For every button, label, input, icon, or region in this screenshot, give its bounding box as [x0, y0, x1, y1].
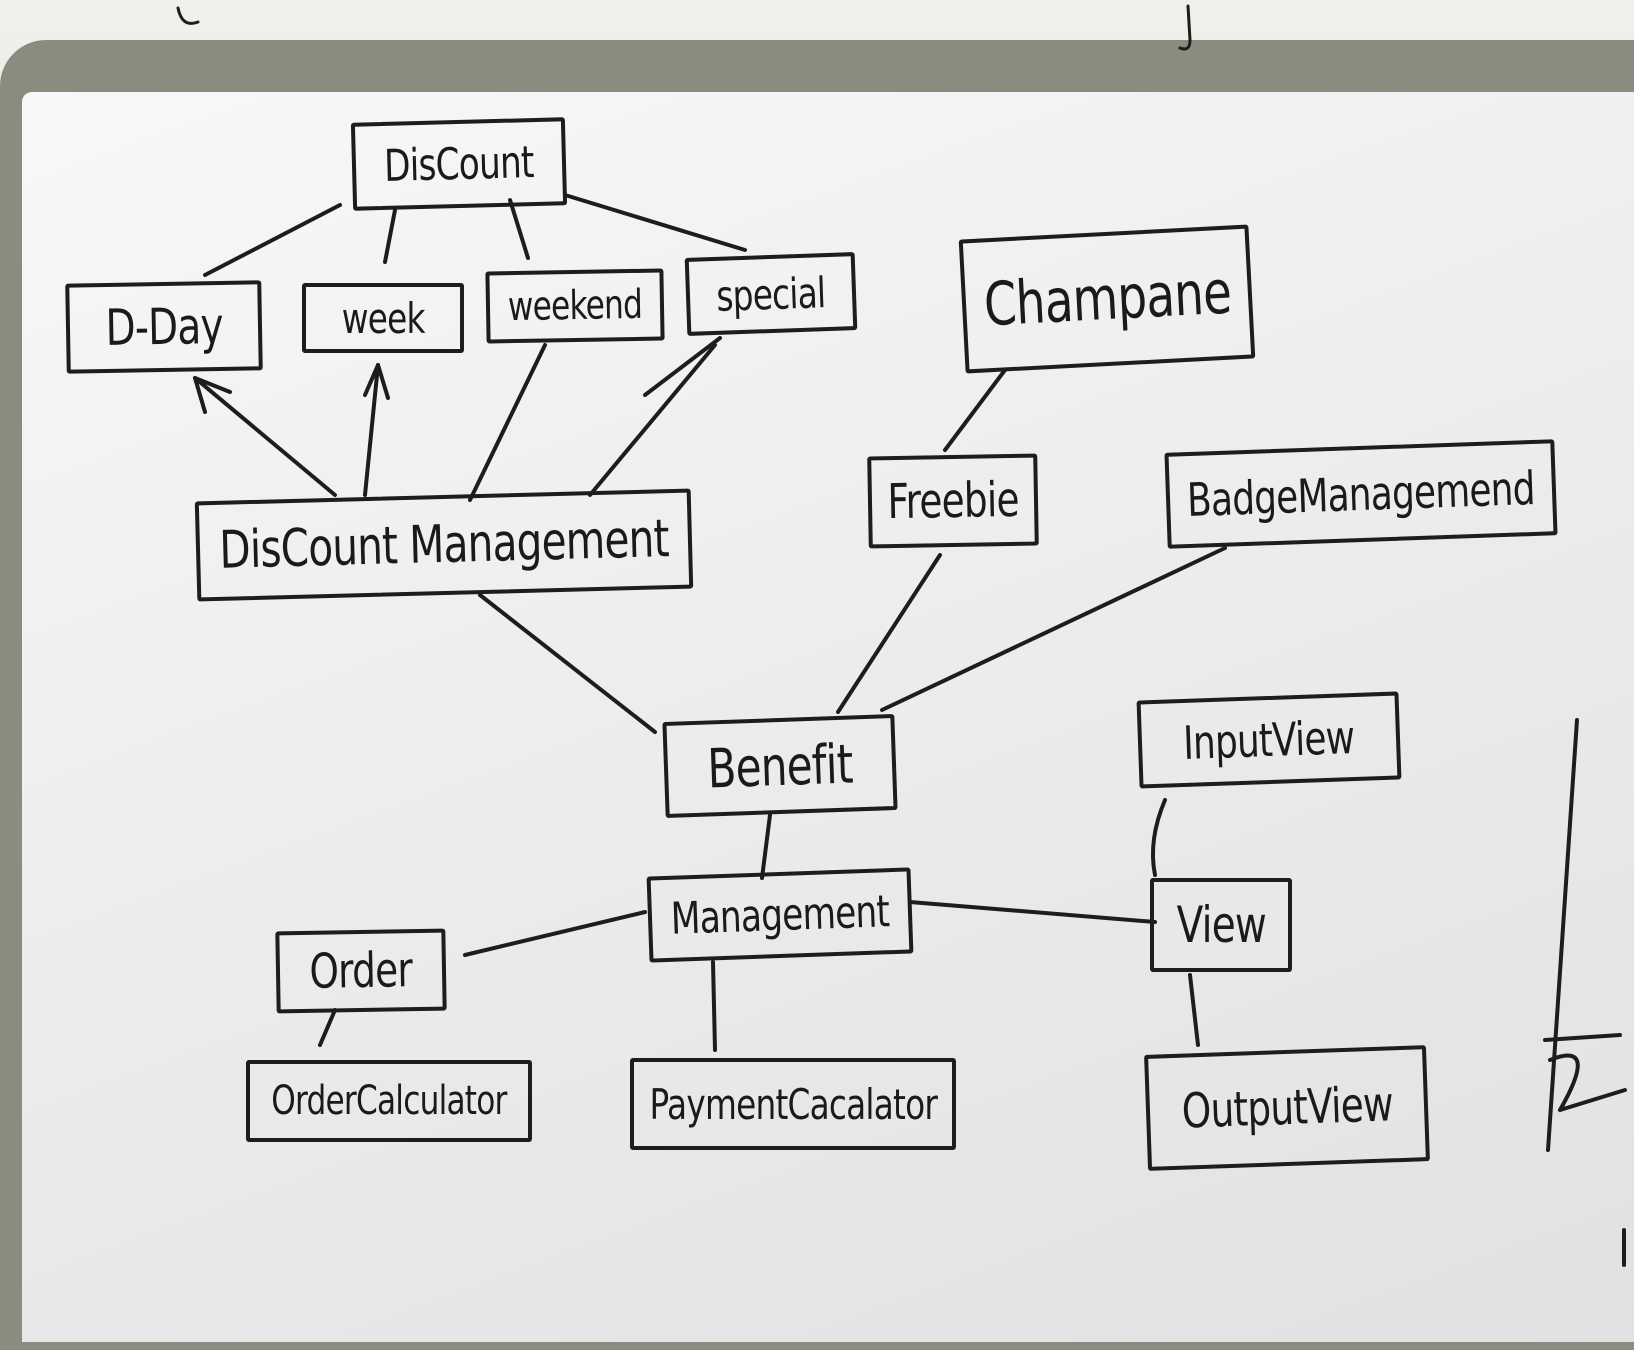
special-box: special: [684, 252, 858, 336]
discount-box: DisCount: [350, 117, 568, 211]
payment-calculator-label: PaymentCacalator: [649, 1079, 937, 1129]
edge-dm-dday: [193, 376, 337, 497]
weekend-label: weekend: [507, 281, 643, 331]
edge-view-outputview: [1188, 973, 1200, 1047]
badge-management-label: BadgeManagemend: [1186, 460, 1536, 528]
edge-dm-week: [363, 363, 380, 497]
arrowhead-week: [363, 363, 390, 400]
order-calculator-box: OrderCalculator: [246, 1060, 532, 1142]
dday-label: D-Day: [104, 296, 224, 358]
special-mark: [643, 336, 722, 397]
discount-management-box: DisCount Management: [194, 488, 694, 602]
output-view-box: OutputView: [1144, 1045, 1430, 1171]
discount-management-label: DisCount Management: [218, 509, 670, 581]
freebie-label: Freebie: [886, 471, 1020, 531]
dday-box: D-Day: [65, 280, 263, 374]
edge-order-ordercalc: [318, 1008, 337, 1047]
benefit-label: Benefit: [706, 731, 854, 801]
edge-discount-weekend: [508, 198, 530, 260]
edge-discount-dday: [203, 203, 342, 277]
edge-discount-week: [383, 208, 397, 264]
order-calculator-label: OrderCalculator: [271, 1078, 507, 1124]
weekend-box: weekend: [485, 268, 665, 344]
edge-champagne-freebie: [943, 368, 1007, 452]
connector-lines: [176, 4, 1627, 1267]
edge-discount-special: [563, 193, 747, 252]
order-label: Order: [309, 942, 413, 1000]
edge-freebie-benefit: [836, 553, 942, 714]
view-box: View: [1150, 878, 1292, 972]
champagne-box: Champane: [958, 224, 1256, 374]
week-box: week: [302, 283, 464, 353]
hook-right: [1178, 4, 1192, 51]
edge-dm-benefit: [478, 593, 657, 734]
benefit-box: Benefit: [662, 713, 898, 819]
arrowhead-dday: [193, 376, 232, 414]
hook-left: [176, 6, 200, 25]
management-box: Management: [646, 867, 914, 963]
output-view-label: OutputView: [1180, 1076, 1394, 1140]
edge-management-payment: [711, 960, 717, 1052]
edge-benefit-management: [760, 813, 772, 880]
whiteboard-surface: [22, 92, 1634, 1342]
payment-calculator-box: PaymentCacalator: [630, 1058, 956, 1150]
freebie-box: Freebie: [867, 453, 1039, 549]
view-label: View: [1176, 896, 1266, 954]
input-view-label: InputView: [1182, 710, 1356, 770]
edge-badge-benefit: [880, 546, 1227, 712]
week-label: week: [341, 293, 426, 343]
edge-management-view: [908, 900, 1157, 924]
input-view-box: InputView: [1136, 691, 1402, 789]
special-label: special: [715, 267, 827, 321]
edge-management-order: [463, 910, 647, 957]
edge-inputview-view: [1151, 798, 1167, 877]
order-box: Order: [275, 928, 447, 1014]
right-margin-scribble: [1543, 1033, 1627, 1112]
edge-dm-special: [588, 343, 717, 497]
right-margin-line: [1546, 718, 1579, 1152]
champagne-label: Champane: [981, 257, 1233, 341]
discount-label: DisCount: [383, 136, 535, 192]
badge-management-box: BadgeManagemend: [1164, 439, 1558, 549]
management-label: Management: [670, 885, 890, 945]
edge-dm-weekend: [468, 343, 547, 502]
